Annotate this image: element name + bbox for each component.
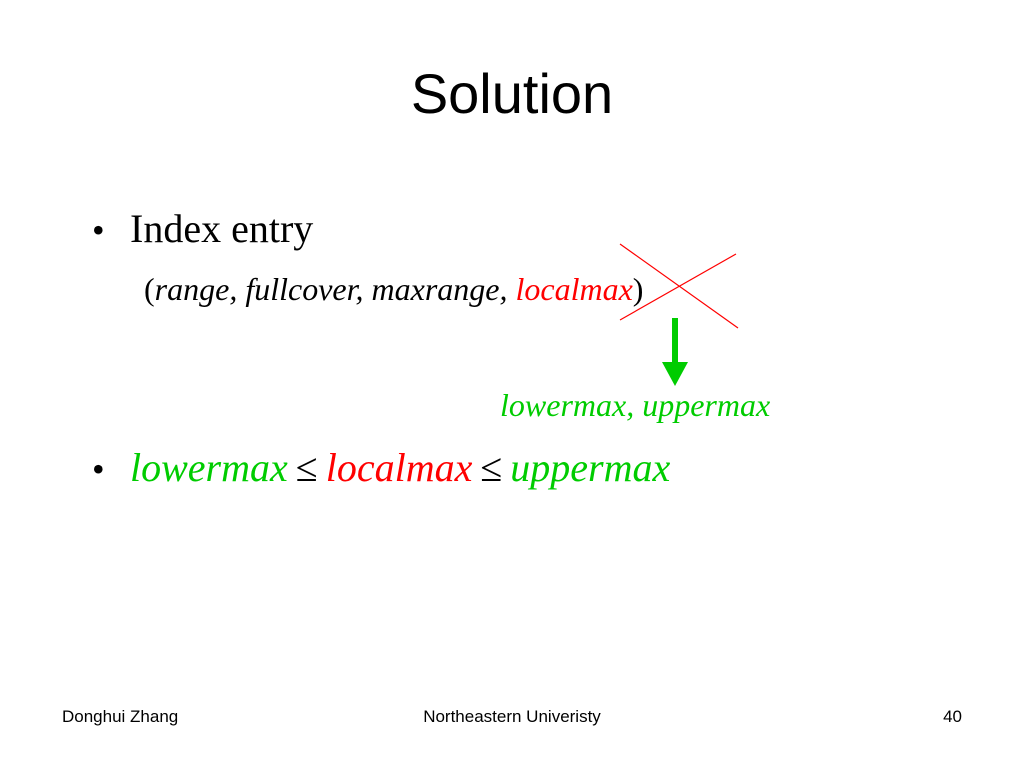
- index-entry-tuple: (range, fullcover, maxrange, localmax): [144, 268, 643, 310]
- bullet-index-entry: • Index entry: [92, 204, 313, 255]
- cross-out-mark: [619, 243, 739, 329]
- down-arrow-icon: [662, 318, 688, 386]
- tuple-fields: range, fullcover, maxrange,: [154, 271, 516, 307]
- arrow-head: [662, 362, 688, 386]
- inequality-op-1: ≤: [295, 445, 318, 490]
- tuple-close-paren: ): [632, 271, 644, 307]
- inequality-lower: lowermax: [130, 445, 288, 490]
- bullet-inequality: • lowermax ≤ localmax ≤ uppermax: [92, 442, 670, 495]
- replacement-fields: lowermax, uppermax: [500, 387, 771, 423]
- arrow-shaft: [672, 318, 678, 368]
- footer-institution: Northeastern Univeristy: [423, 707, 601, 726]
- footer-page-number: 40: [943, 707, 962, 726]
- inequality-op-2: ≤: [480, 445, 503, 490]
- tuple-crossed-field: localmax: [515, 271, 633, 307]
- slide-title: Solution: [410, 62, 614, 125]
- inequality-mid: localmax: [325, 445, 473, 490]
- tuple-open-paren: (: [144, 271, 155, 307]
- inequality-upper: uppermax: [510, 445, 671, 490]
- bullet-label: Index entry: [130, 206, 314, 251]
- cross-line-2: [619, 253, 737, 321]
- bullet-dot: •: [92, 210, 105, 250]
- bullet-dot: •: [92, 449, 105, 489]
- footer-author: Donghui Zhang: [62, 707, 179, 726]
